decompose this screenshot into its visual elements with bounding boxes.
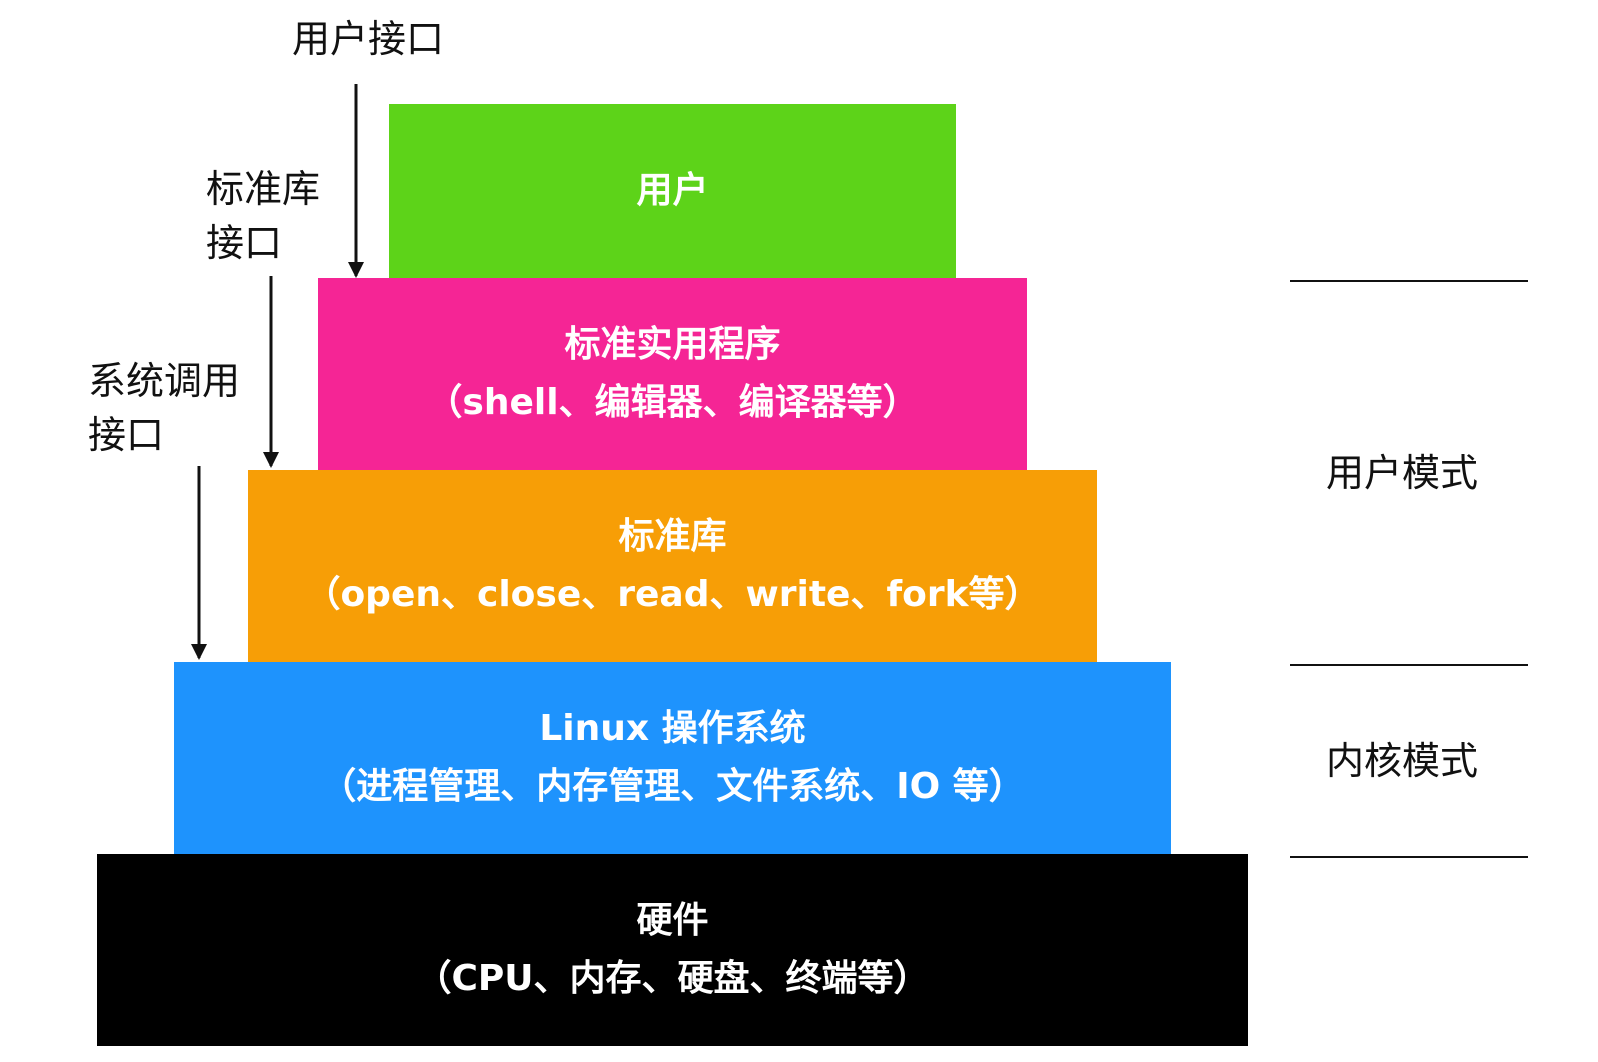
- kernel-mode-label: 内核模式: [1326, 739, 1479, 783]
- stdlib-interface-label-line2: 接口: [206, 221, 283, 265]
- layer-user-title: 用户: [636, 170, 709, 211]
- layer-hardware-detail: （CPU、内存、硬盘、终端等）: [415, 958, 930, 999]
- layer-hardware: 硬件 （CPU、内存、硬盘、终端等）: [97, 854, 1248, 1046]
- layer-os-title: Linux 操作系统: [539, 708, 806, 749]
- stdlib-interface-label: 标准库 接口: [206, 162, 320, 270]
- layer-user: 用户: [389, 104, 956, 278]
- layer-linux-os: Linux 操作系统 （进程管理、内存管理、文件系统、IO 等）: [174, 662, 1171, 854]
- divider-top: [1290, 280, 1528, 282]
- layer-os-detail: （进程管理、内存管理、文件系统、IO 等）: [320, 766, 1025, 807]
- syscall-interface-label: 系统调用 接口: [88, 354, 240, 462]
- divider-bottom: [1290, 856, 1528, 858]
- syscall-interface-arrow: [191, 466, 207, 660]
- layer-stdlib-title: 标准库: [618, 516, 727, 557]
- user-interface-arrow: [348, 84, 364, 278]
- layer-standard-library: 标准库 （open、close、read、write、fork等）: [248, 470, 1097, 662]
- syscall-interface-label-line2: 接口: [88, 413, 165, 457]
- layer-utilities-title: 标准实用程序: [564, 324, 781, 365]
- syscall-interface-label-line1: 系统调用: [88, 359, 241, 403]
- layer-standard-utilities: 标准实用程序 （shell、编辑器、编译器等）: [318, 278, 1027, 470]
- layer-hardware-title: 硬件: [636, 900, 709, 941]
- user-interface-label-line1: 用户接口: [292, 17, 445, 61]
- layer-stdlib-detail: （open、close、read、write、fork等）: [304, 574, 1041, 615]
- stdlib-interface-arrow: [263, 276, 279, 468]
- divider-user-kernel: [1290, 664, 1528, 666]
- user-interface-label: 用户接口: [292, 12, 444, 66]
- stdlib-interface-label-line1: 标准库: [206, 167, 321, 211]
- user-mode-label: 用户模式: [1326, 451, 1479, 495]
- layer-utilities-detail: （shell、编辑器、编译器等）: [426, 382, 919, 423]
